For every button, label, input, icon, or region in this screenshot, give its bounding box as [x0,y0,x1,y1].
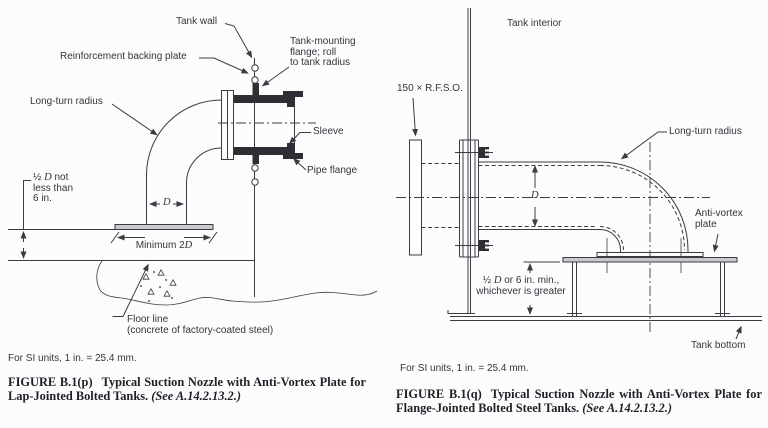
clearance-bracket [23,180,31,229]
right-figure-drawing [396,8,762,340]
sleeve-bottom-wall [233,147,295,155]
dimension-group [8,180,218,259]
bolt-icon [479,240,490,251]
label-half-d-clearance: ½ D not less than 6 in. [33,172,74,204]
label-minimum-2d: Minimum 2D [135,240,193,251]
sleeve-leader [288,132,311,145]
label-reinforcement-backing-plate: Reinforcement backing plate [60,51,187,62]
bolt-icon [251,64,259,72]
concrete-outline [96,260,378,306]
pipe-flange-leader [292,157,307,171]
label-half-d-clearance: ½ D or 6 in. min., whichever is greater [476,275,566,297]
elbow-outer-edge [599,161,689,253]
label-tank-wall: Tank wall [176,16,218,27]
si-note-left: For SI units, 1 in. = 25.4 mm. [8,353,137,364]
label-pipe-flange: Pipe flange [307,165,358,176]
wall-base-angle [447,310,475,314]
sleeve-top-wall [233,95,295,103]
long-turn-leader [111,103,158,136]
label-anti-vortex-plate: Anti-vortex plate [695,208,743,230]
tank-mounting-flange-upper [252,83,259,95]
reinforcement-leader [199,57,249,74]
long-turn-leader [620,131,667,160]
anti-vortex-plate-shape [562,257,738,263]
elbow-inner-edge [186,147,222,225]
dimension-group [523,165,560,315]
floor-group [8,260,378,306]
elbow-pipe-group [146,99,222,225]
pipe-group [396,139,710,332]
label-tank-mounting-flange: Tank-mounting flange; roll to tank radiu… [290,36,356,68]
label-tank-bottom: Tank bottom [691,340,746,351]
tank-mounting-leader [261,66,290,87]
label-tank-interior: Tank interior [507,18,562,29]
label-long-turn-radius: Long-turn radius [669,126,742,137]
anti-vortex-leader [712,233,719,253]
tank-mounting-flange-lower [252,155,259,164]
leader-arrows-group [111,23,311,317]
tank-wall-group [251,58,259,297]
pipe-flange-top-bracket [283,91,303,107]
tank-bottom-leader [735,325,742,340]
label-diameter: D [163,197,171,208]
tank-wall-leader [224,23,253,59]
label-rfso: 150 × R.F.S.O. [397,83,463,94]
pipe-flange-bottom-bracket [283,143,303,159]
rfso-leader [412,97,419,137]
label-diameter: D [531,190,539,201]
nozzle-sleeve-group [218,90,316,160]
bolt-icon [251,76,259,84]
tank-wall-group [455,8,493,314]
anti-vortex-group [447,257,762,321]
label-floor-line: Floor line (concrete of factory-coated s… [127,314,274,336]
elbow-outer-edge [146,99,222,225]
anti-vortex-plate-shape [114,224,214,230]
label-sleeve: Sleeve [313,126,344,137]
leader-arrows-group [412,97,742,340]
floor-line-leader [112,263,149,317]
figure-caption-right: FIGURE B.1(q)Typical Suction Nozzle with… [396,387,762,415]
si-note-right: For SI units, 1 in. = 25.4 mm. [400,363,529,374]
bolt-icon [251,164,259,172]
min2d-tick-right [208,231,218,244]
bolt-icon [479,147,490,158]
label-long-turn-radius: Long-turn radius [30,96,103,107]
elbow-inner-edge [599,229,621,253]
figure-caption-left: FIGURE B.1(p)Typical Suction Nozzle with… [8,375,366,403]
left-figure-drawing [8,23,378,317]
bolt-icon [251,178,259,186]
flange-stack [459,139,479,258]
concrete-hatch [140,268,177,302]
min2d-tick-left [110,231,120,244]
